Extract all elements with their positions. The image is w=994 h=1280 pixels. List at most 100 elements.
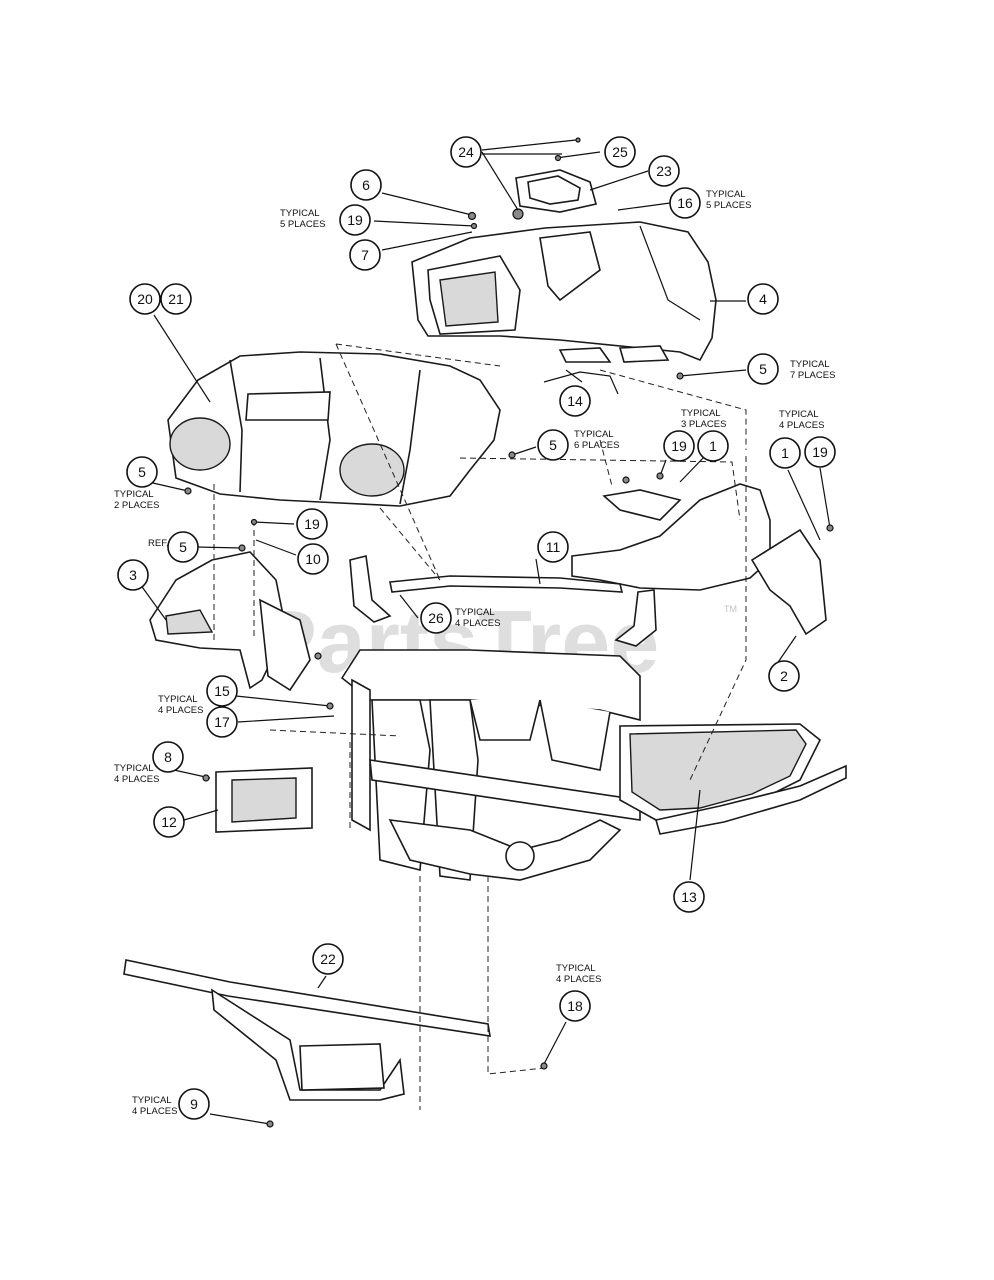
callout-2[interactable]: 2 bbox=[768, 660, 800, 692]
callout-24[interactable]: 24 bbox=[450, 136, 482, 168]
note-typical-5-top-line1: TYPICAL bbox=[280, 208, 320, 219]
callout-10[interactable]: 10 bbox=[297, 543, 329, 575]
callout-22[interactable]: 22 bbox=[312, 943, 344, 975]
rail-part bbox=[349, 555, 657, 647]
callout-25[interactable]: 25 bbox=[604, 136, 636, 168]
front-cowl-part bbox=[167, 351, 501, 507]
callout-11[interactable]: 11 bbox=[537, 531, 569, 563]
callout-13[interactable]: 13 bbox=[673, 881, 705, 913]
callout-16[interactable]: 16 bbox=[669, 187, 701, 219]
svg-text:2: 2 bbox=[780, 668, 788, 684]
watermark-tm: TM bbox=[724, 604, 737, 614]
left-fender-part bbox=[149, 551, 311, 692]
callout-18[interactable]: 18 bbox=[559, 990, 591, 1022]
callout-19-mid[interactable]: 19 bbox=[296, 508, 328, 540]
svg-text:23: 23 bbox=[656, 163, 672, 179]
note-typical-4-15-line1: TYPICAL bbox=[158, 694, 198, 705]
callout-1-rear[interactable]: 1 bbox=[769, 437, 801, 469]
callout-3[interactable]: 3 bbox=[117, 559, 149, 591]
note-typical-3-line1: TYPICAL bbox=[681, 408, 721, 419]
callout-5-typical-2[interactable]: 5 bbox=[126, 456, 158, 488]
note-typical-4-rr-line1: TYPICAL bbox=[779, 409, 819, 420]
callout-6[interactable]: 6 bbox=[350, 169, 382, 201]
svg-text:26: 26 bbox=[428, 610, 444, 626]
svg-text:25: 25 bbox=[612, 144, 628, 160]
vent-plate-part bbox=[215, 767, 313, 833]
callouts: 24 25 23 16 6 19 7 4 20 21 5 14 5 19 1 1… bbox=[117, 136, 836, 1120]
front-bumper-part bbox=[123, 959, 491, 1101]
svg-text:19: 19 bbox=[347, 212, 363, 228]
svg-text:11: 11 bbox=[546, 539, 561, 555]
svg-text:7: 7 bbox=[361, 247, 369, 263]
callout-20[interactable]: 20 bbox=[129, 283, 161, 315]
callout-19-typical-3[interactable]: 19 bbox=[663, 430, 695, 462]
svg-text:13: 13 bbox=[681, 889, 697, 905]
alignment-lines bbox=[213, 343, 747, 1110]
floor-mat-part bbox=[619, 723, 847, 835]
note-typical-5-top-line2: 5 PLACES bbox=[280, 219, 325, 230]
callout-23[interactable]: 23 bbox=[648, 155, 680, 187]
svg-text:8: 8 bbox=[164, 749, 172, 765]
note-typical-6-line1: TYPICAL bbox=[574, 429, 614, 440]
note-typical-2-line2: 2 PLACES bbox=[114, 500, 159, 511]
callout-5-typical-6[interactable]: 5 bbox=[537, 429, 569, 461]
svg-text:17: 17 bbox=[214, 714, 230, 730]
svg-text:12: 12 bbox=[161, 814, 177, 830]
svg-text:15: 15 bbox=[214, 683, 230, 699]
svg-text:5: 5 bbox=[179, 539, 187, 555]
chassis-frame-part bbox=[340, 649, 641, 881]
note-typical-4-9-line1: TYPICAL bbox=[132, 1095, 172, 1106]
callout-26[interactable]: 26 bbox=[420, 602, 452, 634]
svg-text:18: 18 bbox=[567, 998, 583, 1014]
note-typical-6-line2: 6 PLACES bbox=[574, 440, 619, 451]
note-typical-4-26-line1: TYPICAL bbox=[455, 607, 495, 618]
top-frame-part bbox=[512, 169, 597, 220]
svg-text:14: 14 bbox=[567, 393, 583, 409]
svg-text:19: 19 bbox=[812, 444, 828, 460]
fasteners bbox=[184, 137, 834, 1128]
svg-text:21: 21 bbox=[168, 291, 184, 307]
callout-8[interactable]: 8 bbox=[152, 741, 184, 773]
svg-text:5: 5 bbox=[549, 437, 557, 453]
svg-text:1: 1 bbox=[781, 445, 789, 461]
callout-1-typical-3[interactable]: 1 bbox=[697, 430, 729, 462]
svg-text:10: 10 bbox=[305, 551, 321, 567]
callout-9[interactable]: 9 bbox=[178, 1088, 210, 1120]
svg-text:19: 19 bbox=[671, 438, 687, 454]
note-typical-4-26-line2: 4 PLACES bbox=[455, 618, 500, 629]
callout-14[interactable]: 14 bbox=[559, 385, 591, 417]
callout-17[interactable]: 17 bbox=[206, 706, 238, 738]
svg-text:16: 16 bbox=[677, 195, 693, 211]
callout-12[interactable]: 12 bbox=[153, 806, 185, 838]
svg-text:6: 6 bbox=[362, 177, 370, 193]
callout-5-ref[interactable]: 5 bbox=[167, 531, 199, 563]
svg-text:9: 9 bbox=[190, 1096, 198, 1112]
callout-15[interactable]: 15 bbox=[206, 675, 238, 707]
svg-text:22: 22 bbox=[320, 951, 336, 967]
svg-text:4: 4 bbox=[759, 291, 767, 307]
callout-21[interactable]: 21 bbox=[160, 283, 192, 315]
note-typical-7-line1: TYPICAL bbox=[790, 359, 830, 370]
svg-text:3: 3 bbox=[129, 567, 137, 583]
note-typical-4-rr-line2: 4 PLACES bbox=[779, 420, 824, 431]
note-typical-4-18-line2: 4 PLACES bbox=[556, 974, 601, 985]
svg-text:5: 5 bbox=[759, 361, 767, 377]
note-typical-4-18-line1: TYPICAL bbox=[556, 963, 596, 974]
svg-text:24: 24 bbox=[458, 144, 474, 160]
note-typical-4-8-line1: TYPICAL bbox=[114, 763, 154, 774]
note-typical-4-8-line2: 4 PLACES bbox=[114, 774, 159, 785]
callout-7[interactable]: 7 bbox=[349, 239, 381, 271]
callout-4[interactable]: 4 bbox=[747, 283, 779, 315]
svg-text:1: 1 bbox=[709, 438, 717, 454]
callout-5-typical-7[interactable]: 5 bbox=[747, 353, 779, 385]
note-typical-2-line1: TYPICAL bbox=[114, 489, 154, 500]
svg-text:20: 20 bbox=[137, 291, 153, 307]
rear-body-part bbox=[411, 221, 717, 363]
callout-19-top[interactable]: 19 bbox=[339, 204, 371, 236]
note-typical-4-15-line2: 4 PLACES bbox=[158, 705, 203, 716]
note-typical-3-line2: 3 PLACES bbox=[681, 419, 726, 430]
note-typical-5-right-line1: TYPICAL bbox=[706, 189, 746, 200]
callout-19-rear[interactable]: 19 bbox=[804, 436, 836, 468]
leader-lines bbox=[139, 139, 831, 1125]
